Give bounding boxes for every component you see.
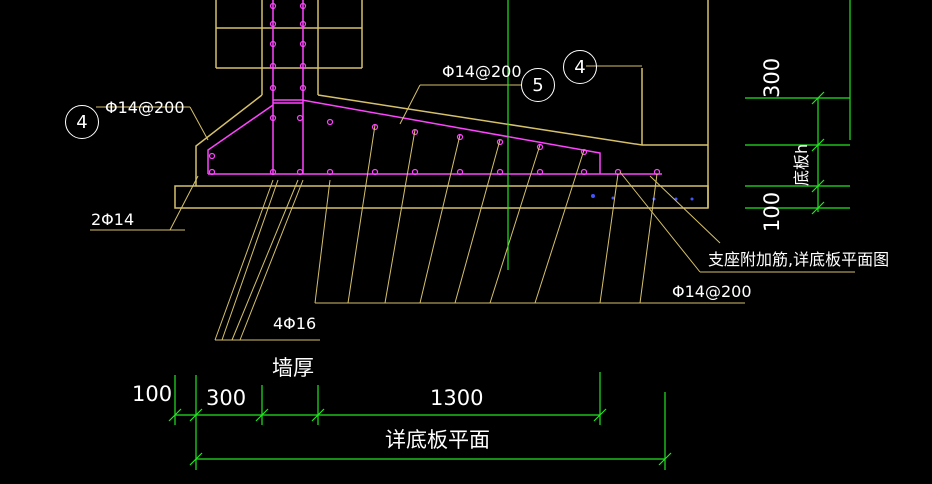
rebar-cage [207, 0, 662, 175]
slab-outline [174, 0, 709, 209]
top-rebar-label: Φ14@200 [442, 62, 522, 81]
callout-circle-4: 4 [563, 50, 597, 84]
slab-thickness-label: 底板h [792, 143, 811, 186]
wall-outline [215, 0, 363, 95]
callout-circle-left: 4 [65, 105, 99, 139]
extra-bar-dots [591, 194, 694, 201]
support-note-label: 支座附加筋,详底板平面图 [708, 250, 890, 269]
dimension-lines [168, 0, 851, 470]
plan-ref-label: 详底板平面 [385, 428, 490, 452]
edge-bars-label: 2Φ14 [91, 210, 135, 229]
rebar-dots [208, 2, 661, 176]
dim-1300-label: 1300 [430, 386, 484, 410]
callout-circle-5: 5 [521, 68, 555, 102]
dim-300-label: 300 [206, 386, 247, 410]
wall-thickness-label: 墙厚 [272, 356, 314, 380]
bottom-rebar-label: Φ14@200 [672, 282, 752, 301]
wall-bars-label: 4Φ16 [273, 314, 317, 333]
left-rebar-label: Φ14@200 [105, 98, 185, 117]
dim-100-label: 100 [132, 382, 173, 406]
dim-300-vertical: 300 [760, 57, 784, 98]
dim-100-vertical: 100 [760, 191, 784, 232]
leader-lines [90, 65, 855, 341]
